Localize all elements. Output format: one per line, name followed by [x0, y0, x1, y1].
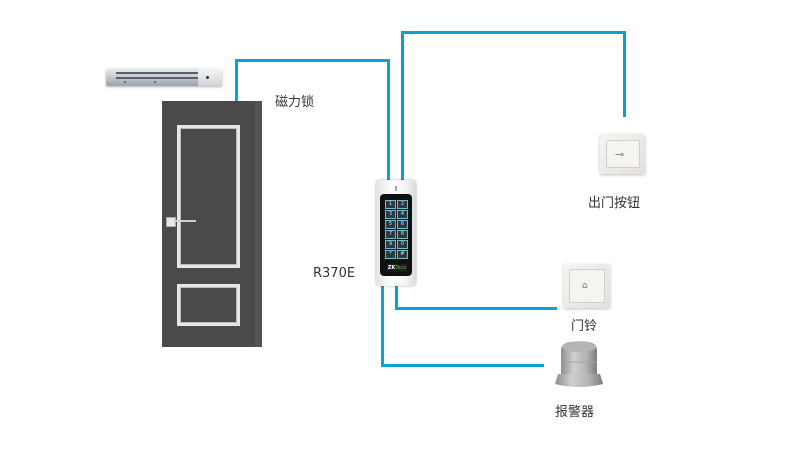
keypad-key: 5 — [385, 220, 396, 229]
magnetic-lock-icon — [106, 68, 222, 86]
bell-icon: ⌂ — [582, 281, 588, 291]
keypad-key: 8 — [397, 230, 408, 239]
alarm-label: 报警器 — [555, 405, 595, 420]
keypad-key: 1 — [385, 200, 396, 209]
keypad-key: 4 — [397, 210, 408, 219]
reader-keypad: 1 2 3 4 5 6 7 8 9 0 * # ZKTeco — [380, 194, 412, 276]
keypad-key: 3 — [385, 210, 396, 219]
siren-icon — [555, 341, 603, 387]
key-icon: ⊸ — [615, 148, 625, 161]
keypad-key: 7 — [385, 230, 396, 239]
doorbell-icon: ⌂ — [564, 264, 610, 308]
doorbell-label: 门铃 — [571, 319, 598, 334]
door-handle-icon — [166, 217, 176, 227]
keypad-key: * — [385, 250, 396, 259]
keypad-key: 6 — [397, 220, 408, 229]
exit-button-label: 出门按钮 — [588, 196, 641, 211]
keypad-key: 0 — [397, 240, 408, 249]
r370e-reader: 1 2 3 4 5 6 7 8 9 0 * # ZKTeco — [376, 180, 416, 286]
magnetic-lock-label: 磁力锁 — [275, 95, 315, 110]
zkteco-logo: ZKTeco — [387, 264, 407, 272]
reader-label: R370E — [313, 266, 356, 281]
reader-led-icon — [395, 186, 397, 191]
door-icon — [162, 101, 262, 347]
keypad-key: # — [397, 250, 408, 259]
exit-button-icon: ⊸ — [600, 134, 645, 174]
keypad-key: 9 — [385, 240, 396, 249]
keypad-key: 2 — [397, 200, 408, 209]
